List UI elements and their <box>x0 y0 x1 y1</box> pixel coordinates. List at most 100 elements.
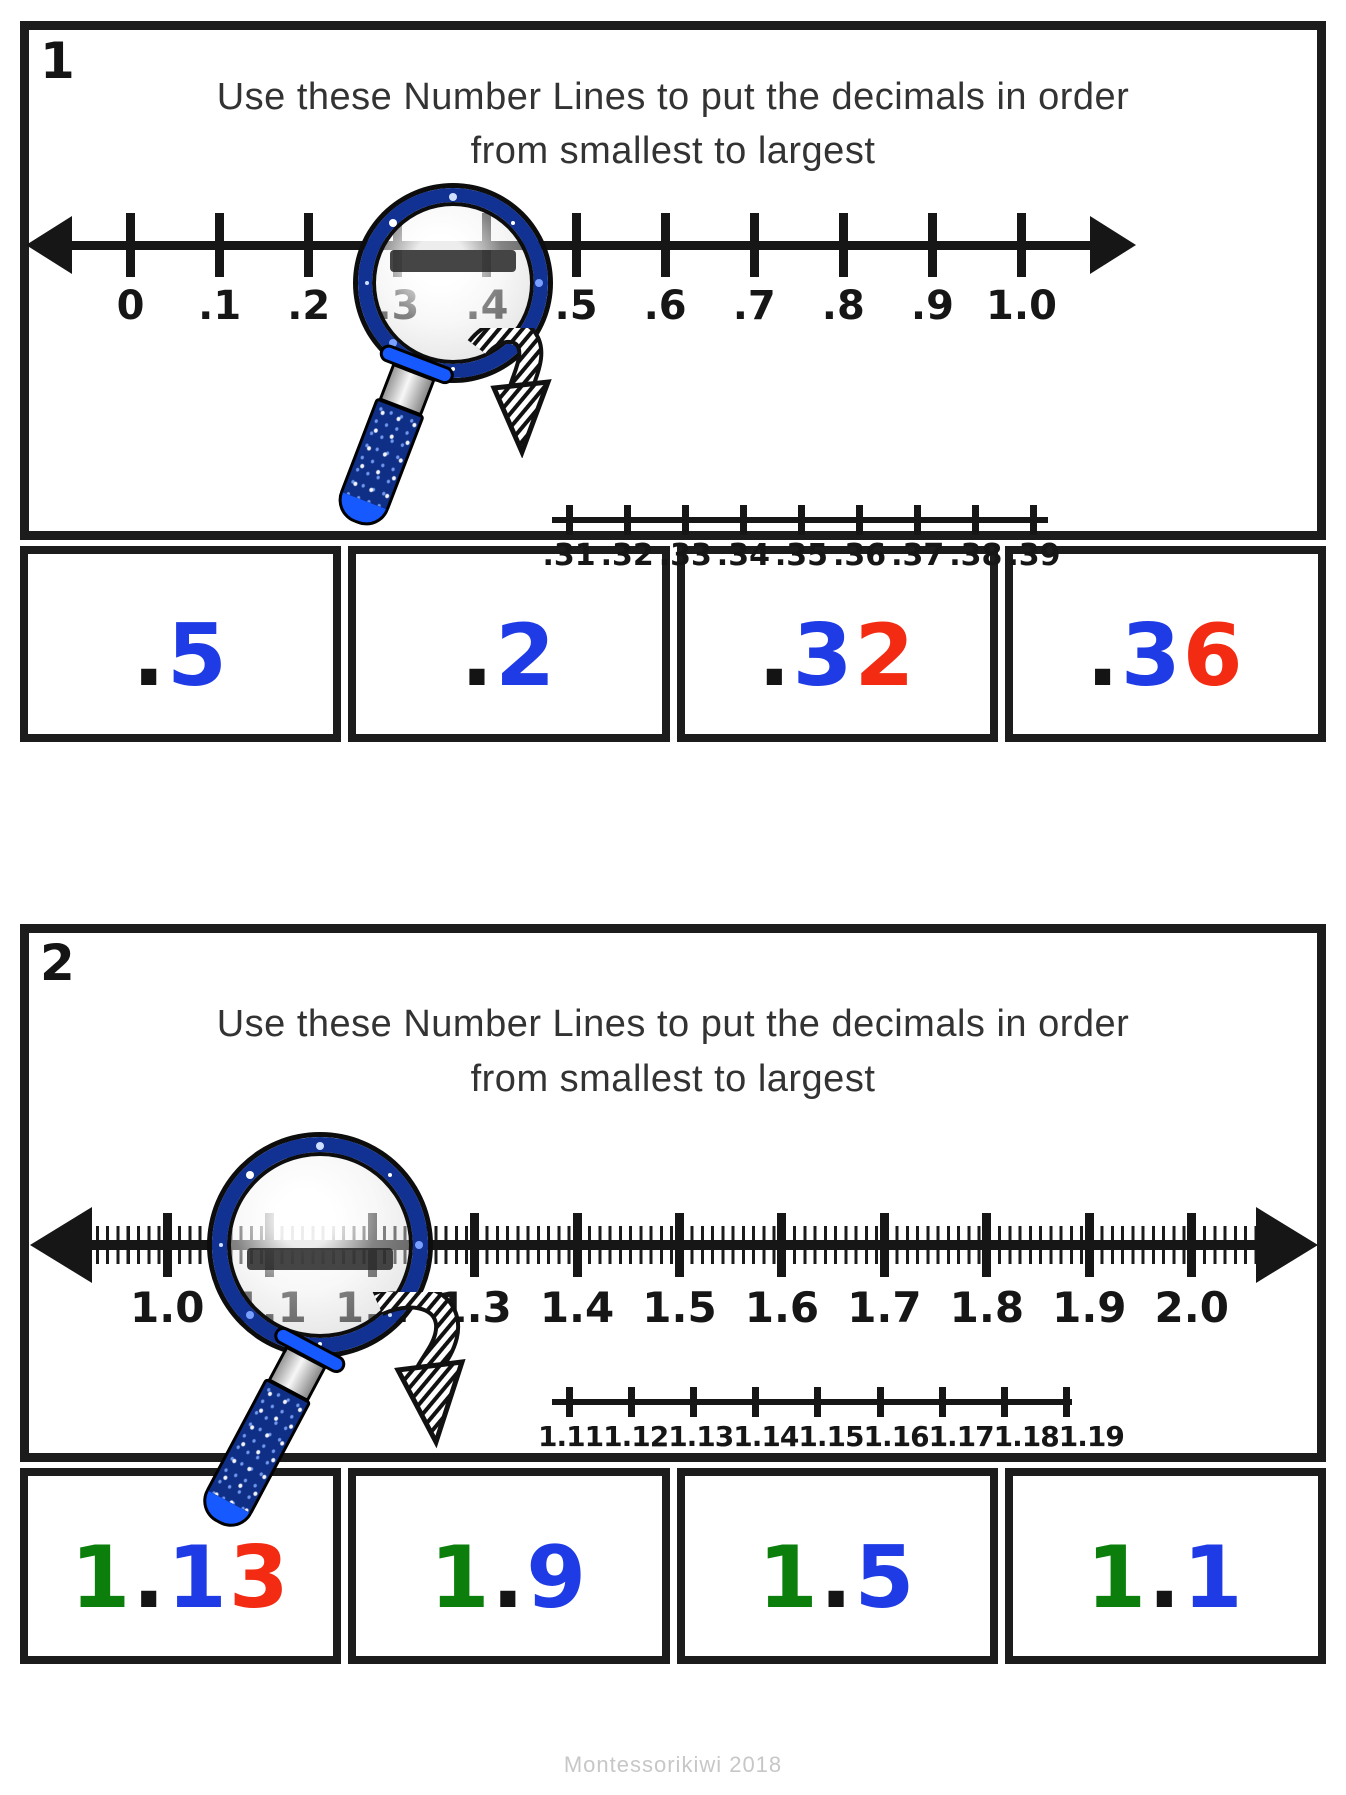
tick <box>739 505 747 535</box>
tick <box>1187 1213 1197 1277</box>
zoom-tick-label: 1.11 <box>538 1420 604 1453</box>
answer-digit: 1 <box>70 1528 133 1628</box>
tick <box>814 1387 822 1417</box>
answer-value: .2 <box>461 606 558 706</box>
tick <box>972 505 980 535</box>
zoom-tick-label: 1.15 <box>798 1420 864 1453</box>
card-1-title-line2: from smallest to largest <box>470 130 876 172</box>
answer-digit: . <box>460 606 496 706</box>
answer-digit: 2 <box>495 606 558 706</box>
answer-digit: 5 <box>167 606 229 706</box>
tick <box>215 213 225 277</box>
tick <box>838 213 848 277</box>
answer-digit: 6 <box>1182 606 1245 706</box>
left-arrowhead-icon <box>26 216 72 274</box>
tick-label: .7 <box>732 283 776 329</box>
zoom-tick-label: .38 <box>949 538 1003 573</box>
footer-credit: Montessorikiwi 2018 <box>563 1752 783 1777</box>
tick <box>470 1213 480 1277</box>
tick <box>565 1387 573 1417</box>
tick <box>914 505 922 535</box>
tick-label: 1.4 <box>539 1283 615 1332</box>
tick-label: 1.5 <box>642 1283 717 1332</box>
tick <box>1001 1387 1009 1417</box>
tick-label: .6 <box>643 283 687 329</box>
tick <box>627 1387 635 1417</box>
tick-label: .2 <box>287 283 331 329</box>
zoom-tick-label: .36 <box>833 538 887 573</box>
tick-label: 1.0 <box>130 1283 205 1332</box>
tick <box>1016 213 1026 277</box>
answer-digit: 3 <box>792 606 855 706</box>
tick <box>1030 505 1038 535</box>
answer-value: 1.1 <box>1086 1528 1244 1628</box>
tick <box>660 213 670 277</box>
magnified-line <box>247 1248 393 1270</box>
tick <box>927 213 937 277</box>
tick-label: 0 <box>116 283 145 329</box>
tick-label: .8 <box>821 283 865 329</box>
answer-digit: 1 <box>1086 1528 1149 1628</box>
tick-label: .1 <box>198 283 242 329</box>
card-1-answer-row: .5 .2 .32 .36 <box>20 546 1326 742</box>
glitter-sparkles <box>318 1243 322 1247</box>
answer-digit: 1 <box>167 1528 229 1628</box>
zoom-tick-label: .35 <box>774 538 829 573</box>
answer-value: 1.9 <box>430 1528 588 1628</box>
zoom-tick-label: 1.18 <box>993 1420 1060 1453</box>
tick <box>752 1387 760 1417</box>
answer-box: 1.5 <box>676 1468 998 1664</box>
tick <box>304 213 314 277</box>
answer-box: .2 <box>348 546 670 742</box>
answer-box: .5 <box>20 546 342 742</box>
tick <box>690 1387 698 1417</box>
tick <box>162 1213 172 1277</box>
tick <box>571 213 581 277</box>
answer-digit: 9 <box>526 1528 589 1628</box>
tick-label: 2.0 <box>1154 1283 1229 1332</box>
tick-label: 1.8 <box>949 1283 1025 1332</box>
right-arrowhead-icon <box>1090 216 1136 274</box>
answer-digit: . <box>491 1528 527 1628</box>
answer-value: .5 <box>132 606 229 706</box>
answer-digit: . <box>132 606 168 706</box>
card-2-title-line2: from smallest to largest <box>470 1058 876 1100</box>
tick <box>797 505 805 535</box>
zoom-number-line <box>552 1399 1072 1405</box>
card-1-number: 1 <box>40 32 75 90</box>
zoom-tick-row <box>538 1387 1098 1417</box>
tick <box>1084 1213 1094 1277</box>
glitter-sparkles <box>451 281 455 285</box>
answer-digit: . <box>132 1528 168 1628</box>
zoom-tick-label: 1.17 <box>928 1420 995 1453</box>
card-2-title-line1: Use these Number Lines to put the decima… <box>216 1003 1130 1045</box>
answer-box: 1.9 <box>348 1468 670 1664</box>
number-line <box>70 1240 1262 1250</box>
zoom-tick-label: 1.16 <box>863 1420 929 1453</box>
tick <box>572 1213 582 1277</box>
zoom-tick-label: 1.13 <box>668 1420 734 1453</box>
answer-digit: 1 <box>757 1528 820 1628</box>
tick-label: 1.9 <box>1052 1283 1127 1332</box>
answer-digit: 1 <box>429 1528 492 1628</box>
tick <box>623 505 631 535</box>
left-arrowhead-icon <box>30 1207 92 1283</box>
zoom-tick-label: .32 <box>600 538 654 573</box>
answer-digit: 3 <box>1120 606 1183 706</box>
tick <box>876 1387 884 1417</box>
answer-digit: 3 <box>228 1528 291 1628</box>
tick <box>126 213 136 277</box>
tick-label: .5 <box>554 283 598 329</box>
tick <box>674 1213 684 1277</box>
tick <box>749 213 759 277</box>
answer-digit: 2 <box>854 606 917 706</box>
answer-digit: 1 <box>1182 1528 1245 1628</box>
tick-row <box>86 213 1066 277</box>
answer-value: 1.13 <box>71 1528 291 1628</box>
zoom-tick-label: 1.19 <box>1058 1420 1125 1453</box>
tick-label: 1.0 <box>986 283 1057 329</box>
answer-value: 1.5 <box>758 1528 916 1628</box>
tick-label-row: 0.1.2.3.4.5.6.7.8.91.0 <box>86 283 1066 329</box>
